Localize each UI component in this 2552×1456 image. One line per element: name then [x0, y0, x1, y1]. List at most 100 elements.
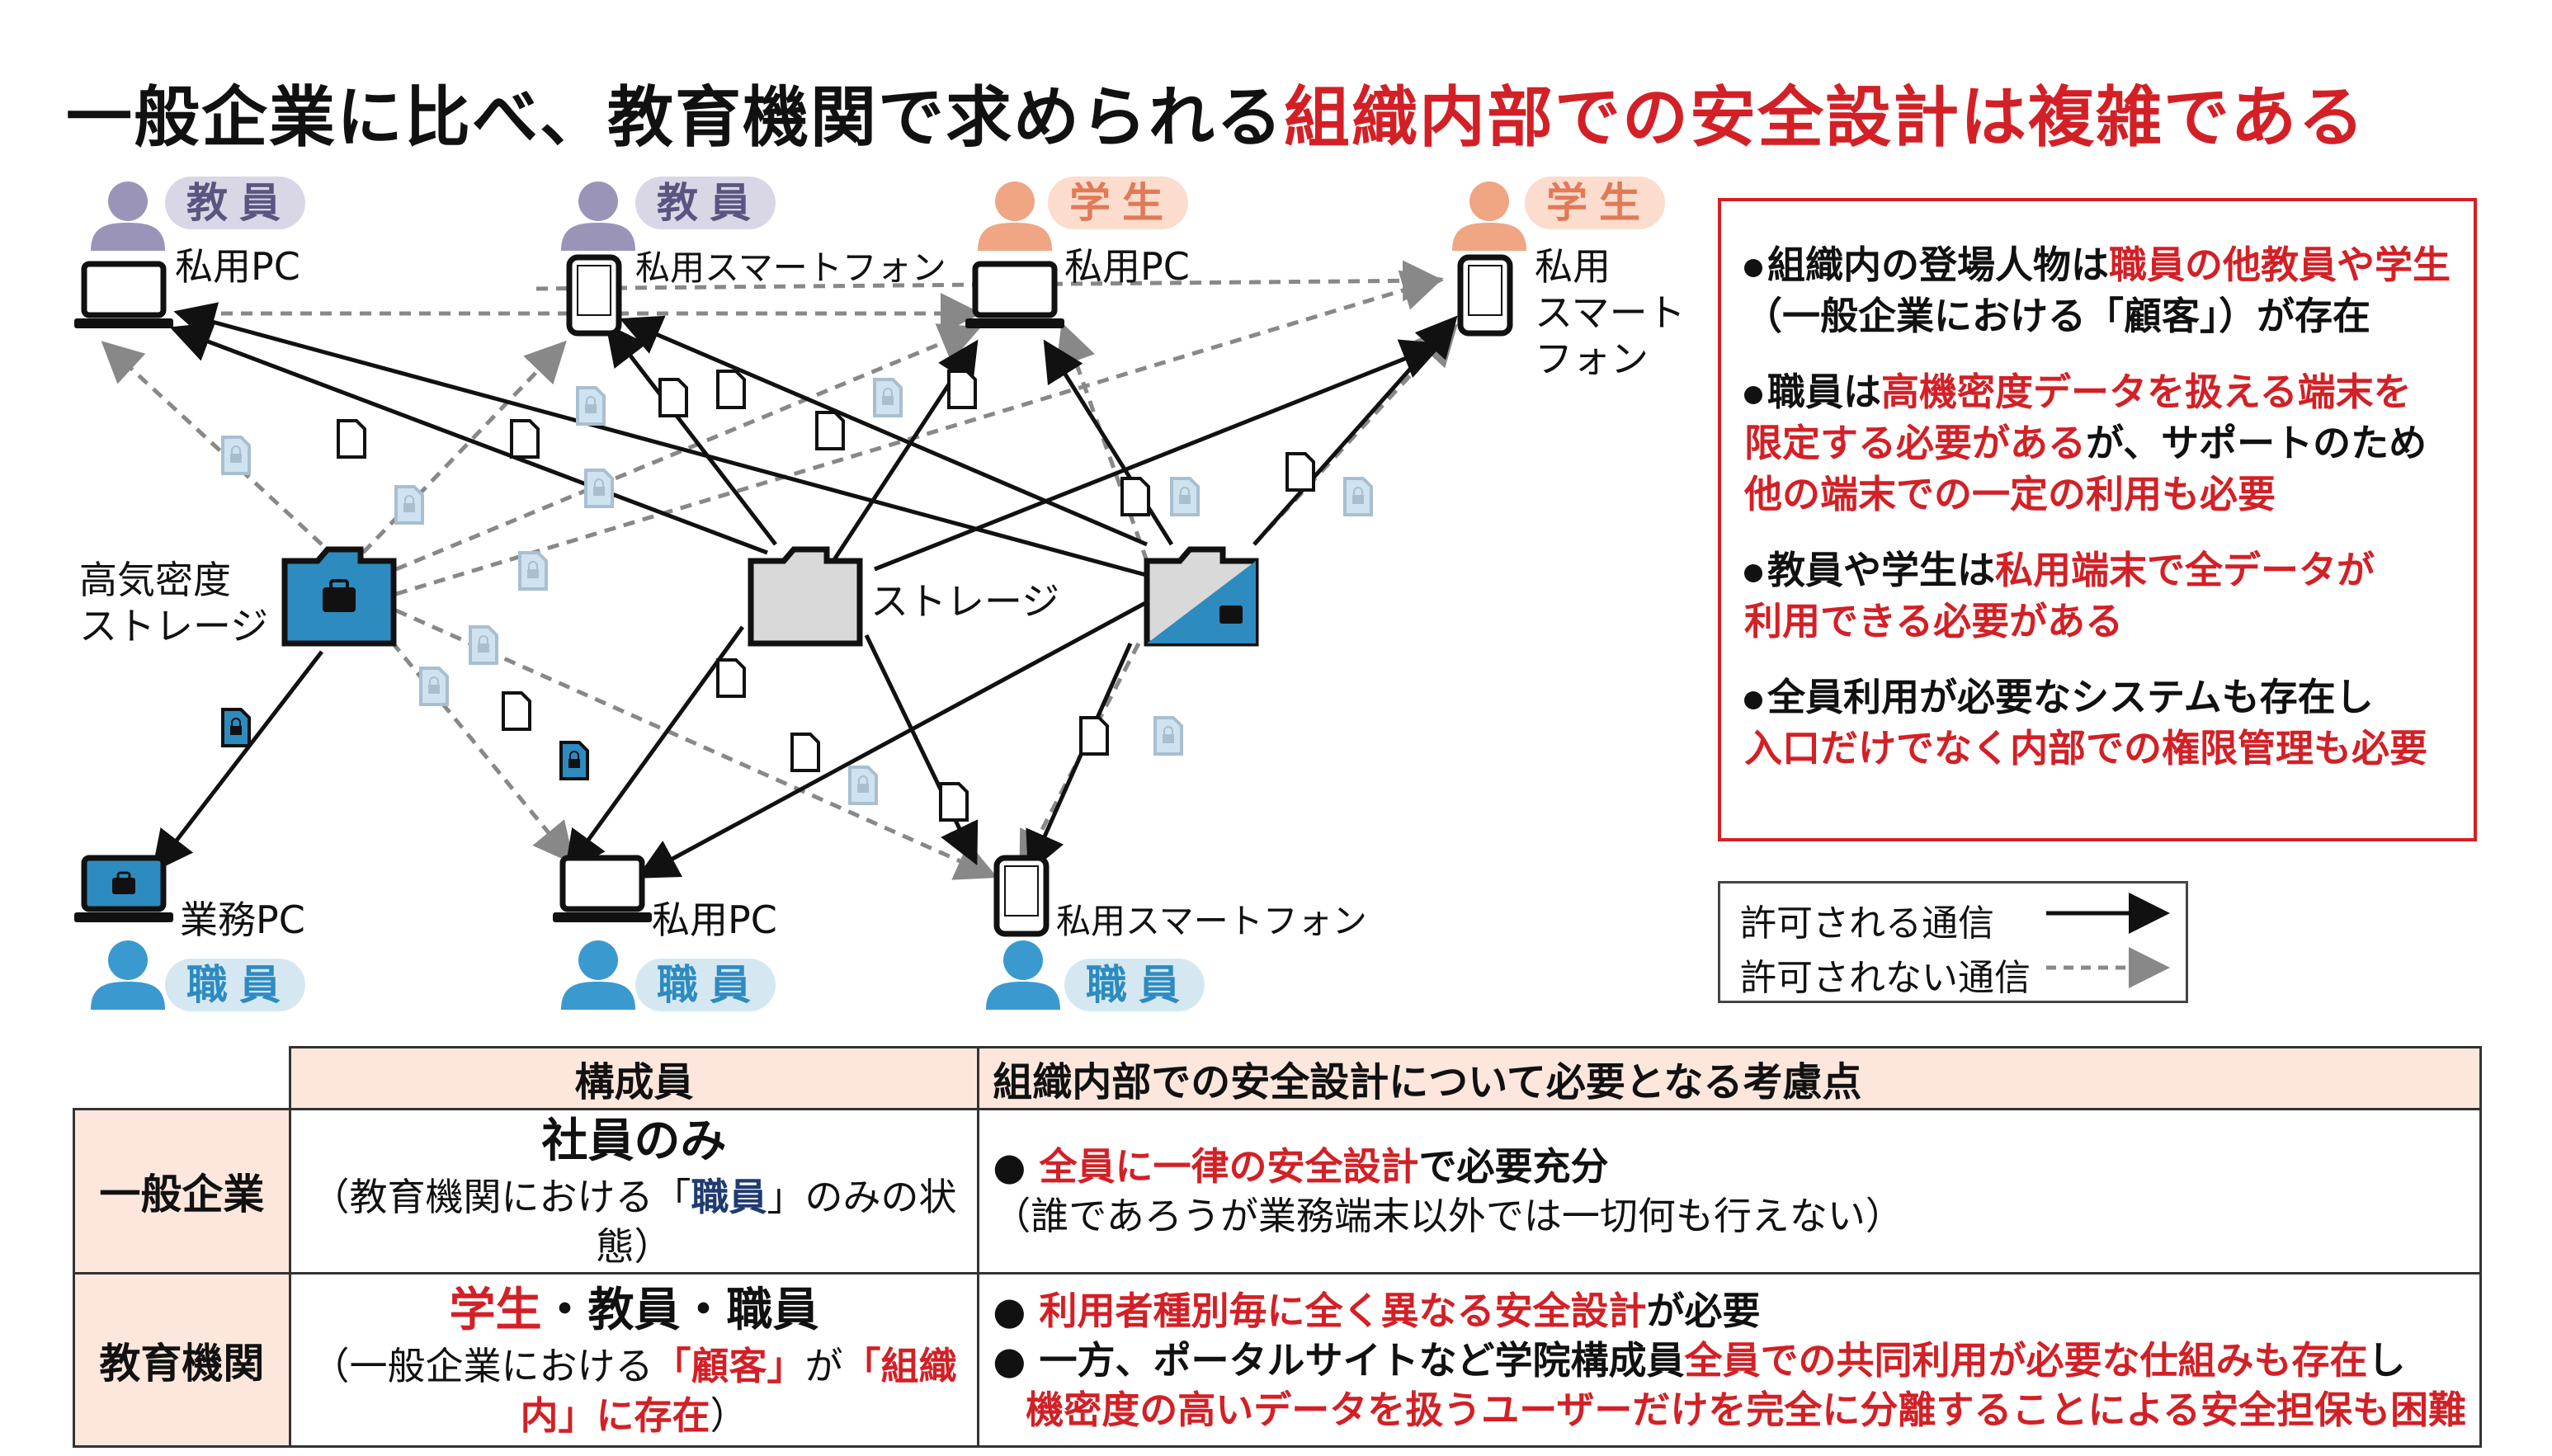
- smartphone-icon: [997, 858, 1046, 934]
- member-sub: （教育機関における「職員」のみの状態）: [292, 1172, 977, 1271]
- consideration-text: 一方、ポータルサイトなど学院構成員: [1039, 1337, 1685, 1383]
- faculty-person-icon: [561, 181, 635, 251]
- storage-label: ストレージ: [870, 579, 1060, 624]
- role-badge-staff: 職員: [165, 959, 305, 1011]
- note-highlight: 限定する必要がある: [1744, 421, 2086, 465]
- storage-icon: [748, 546, 863, 647]
- device-label: スマート: [1535, 290, 1686, 335]
- table-corner: [73, 1047, 291, 1110]
- note-text: （一般企業における「顧客」）が存在: [1744, 294, 2370, 338]
- member-main: 社員のみ: [541, 1114, 727, 1168]
- note-highlight: 私用端末で全データが: [1995, 548, 2375, 592]
- member-highlight: 学生: [449, 1283, 542, 1337]
- student-person-icon: [1452, 181, 1526, 251]
- note-text: 職員は: [1767, 370, 1881, 414]
- note-highlight: 他の端末での一定の利用も必要: [1744, 472, 2276, 516]
- role-badge-staff: 職員: [1064, 959, 1205, 1011]
- mixed-storage-icon: [1144, 546, 1259, 647]
- table-row: 教育機関 学生・教員・職員 （一般企業における「顧客」が「組織内」に存在） ● …: [73, 1272, 2482, 1448]
- consideration-text: が必要: [1646, 1288, 1761, 1333]
- member-sub: （一般企業における「顧客」が「組織内」に存在）: [292, 1341, 977, 1440]
- row-header: 教育機関: [73, 1272, 291, 1448]
- legend-box: 許可される通信 許可されない通信: [1718, 881, 2188, 1003]
- member-sub-highlight: 「顧客」: [653, 1343, 805, 1388]
- device-label: フォン: [1535, 337, 1649, 381]
- consideration-item: ● 一方、ポータルサイトなど学院構成員全員での共同利用が必要な仕組みも存在し: [993, 1337, 2406, 1383]
- consideration-item: 機密度の高いデータを扱うユーザーだけを完全に分離することによる安全担保も困難: [1026, 1387, 2466, 1432]
- role-badge-student: 学生: [1048, 177, 1188, 229]
- table-row: 一般企業 社員のみ （教育機関における「職員」のみの状態） ● 全員に一律の安全…: [73, 1108, 2482, 1275]
- notes-box: 組織内の登場人物は職員の他教員や学生 （一般企業における「顧客」）が存在 職員は高…: [1718, 198, 2477, 841]
- secure-storage-label: ストレージ: [79, 604, 269, 648]
- role-badge-staff: 職員: [635, 959, 776, 1011]
- consideration-item: ● 全員に一律の安全設計で必要充分: [993, 1144, 1609, 1189]
- device-label: 私用スマートフォン: [635, 247, 946, 288]
- member-sub-text: （教育機関における「: [311, 1175, 691, 1219]
- device-label: 私用PC: [652, 898, 777, 942]
- smartphone-icon: [1460, 257, 1510, 333]
- note-text: 全員利用が必要なシステムも存在し: [1767, 675, 2374, 719]
- member-text: ・教員・職員: [541, 1283, 819, 1337]
- note-item: 教員や学生は私用端末で全データが利用できる必要がある: [1744, 544, 2457, 647]
- role-badge-faculty: 教員: [635, 177, 776, 229]
- faculty-person-icon: [91, 181, 165, 251]
- consideration-highlight: 利用者種別毎に全く異なる安全設計: [1039, 1288, 1647, 1333]
- note-text: が、サポートのため: [2086, 421, 2427, 465]
- student-person-icon: [978, 181, 1052, 251]
- consideration-highlight: 全員に一律の安全設計: [1039, 1144, 1419, 1189]
- note-item: 組織内の登場人物は職員の他教員や学生 （一般企業における「顧客」）が存在: [1744, 239, 2457, 342]
- consideration-item: （誰であろうが業務端末以外では一切何も行えない）: [993, 1194, 1903, 1238]
- note-text: 組織内の登場人物は: [1767, 243, 2109, 287]
- member-sub-highlight: 職員: [691, 1175, 767, 1219]
- device-label: 業務PC: [180, 898, 305, 942]
- column-header: 組織内部での安全設計について必要となる考慮点: [977, 1046, 2482, 1110]
- member-sub-text: 」のみの状態）: [596, 1175, 957, 1269]
- device-label: 私用PC: [1064, 244, 1190, 289]
- title-black: 一般企業に比べ、教育機関で求められる: [66, 79, 1284, 156]
- bullet-icon: [1744, 385, 1762, 404]
- column-header: 構成員: [288, 1046, 980, 1110]
- row-header: 一般企業: [73, 1108, 291, 1275]
- laptop-icon: [74, 264, 173, 328]
- member-cell: 社員のみ （教育機関における「職員」のみの状態）: [288, 1108, 980, 1275]
- consideration-cell: ● 利用者種別毎に全く異なる安全設計が必要 ● 一方、ポータルサイトなど学院構成…: [977, 1272, 2482, 1448]
- device-label: 私用: [1535, 244, 1611, 289]
- note-highlight: 高機密度データを扱える端末を: [1881, 370, 2412, 414]
- note-highlight: 利用できる必要がある: [1744, 599, 2124, 643]
- smartphone-icon: [569, 257, 619, 333]
- note-item: 全員利用が必要なシステムも存在し入口だけでなく内部での権限管理も必要: [1744, 671, 2457, 774]
- member-sub-highlight: 「組織内」に存在: [520, 1343, 957, 1438]
- consideration-text: で必要充分: [1418, 1144, 1609, 1189]
- secure-laptop-icon: [74, 858, 173, 922]
- comparison-table: 構成員 組織内部での安全設計について必要となる考慮点 一般企業 社員のみ （教育…: [73, 1046, 2482, 1448]
- secure-storage-label: 高気密度: [79, 558, 231, 602]
- table-header-row: 構成員 組織内部での安全設計について必要となる考慮点: [73, 1046, 2482, 1110]
- laptop-icon: [553, 858, 652, 922]
- page-title: 一般企業に比べ、教育機関で求められる組織内部での安全設計は複雑である: [66, 64, 2366, 160]
- bullet-icon: [1744, 690, 1762, 709]
- role-badge-faculty: 教員: [165, 177, 305, 229]
- note-item: 職員は高機密度データを扱える端末を限定する必要があるが、サポートのため他の端末で…: [1744, 366, 2457, 520]
- consideration-highlight: 全員での共同利用が必要な仕組みも存在: [1684, 1337, 2368, 1383]
- bullet-icon: [1744, 258, 1762, 277]
- staff-person-icon: [91, 940, 165, 1010]
- member-cell: 学生・教員・職員 （一般企業における「顧客」が「組織内」に存在）: [288, 1272, 980, 1448]
- legend-allowed-label: 許可される通信: [1740, 902, 1994, 945]
- secure-storage-icon: [281, 546, 397, 647]
- title-red: 組織内部での安全設計は複雑である: [1284, 79, 2366, 156]
- consideration-cell: ● 全員に一律の安全設計で必要充分 （誰であろうが業務端末以外では一切何も行えな…: [977, 1108, 2482, 1275]
- member-main: 学生・教員・職員: [292, 1280, 977, 1341]
- role-badge-student: 学生: [1525, 177, 1665, 229]
- legend-denied-label: 許可されない通信: [1740, 957, 2031, 999]
- bullet-icon: [1744, 563, 1762, 582]
- device-label: 私用PC: [175, 244, 300, 289]
- staff-person-icon: [561, 940, 635, 1010]
- note-highlight: 入口だけでなく内部での権限管理も必要: [1744, 726, 2427, 770]
- member-sub-text: （一般企業における: [311, 1343, 653, 1388]
- allowed-links: [151, 302, 1458, 879]
- device-label: 私用スマートフォン: [1056, 901, 1367, 941]
- note-highlight: 職員の他教員や学生: [2109, 243, 2451, 287]
- staff-person-icon: [986, 940, 1060, 1010]
- member-sub-text: が: [804, 1343, 843, 1388]
